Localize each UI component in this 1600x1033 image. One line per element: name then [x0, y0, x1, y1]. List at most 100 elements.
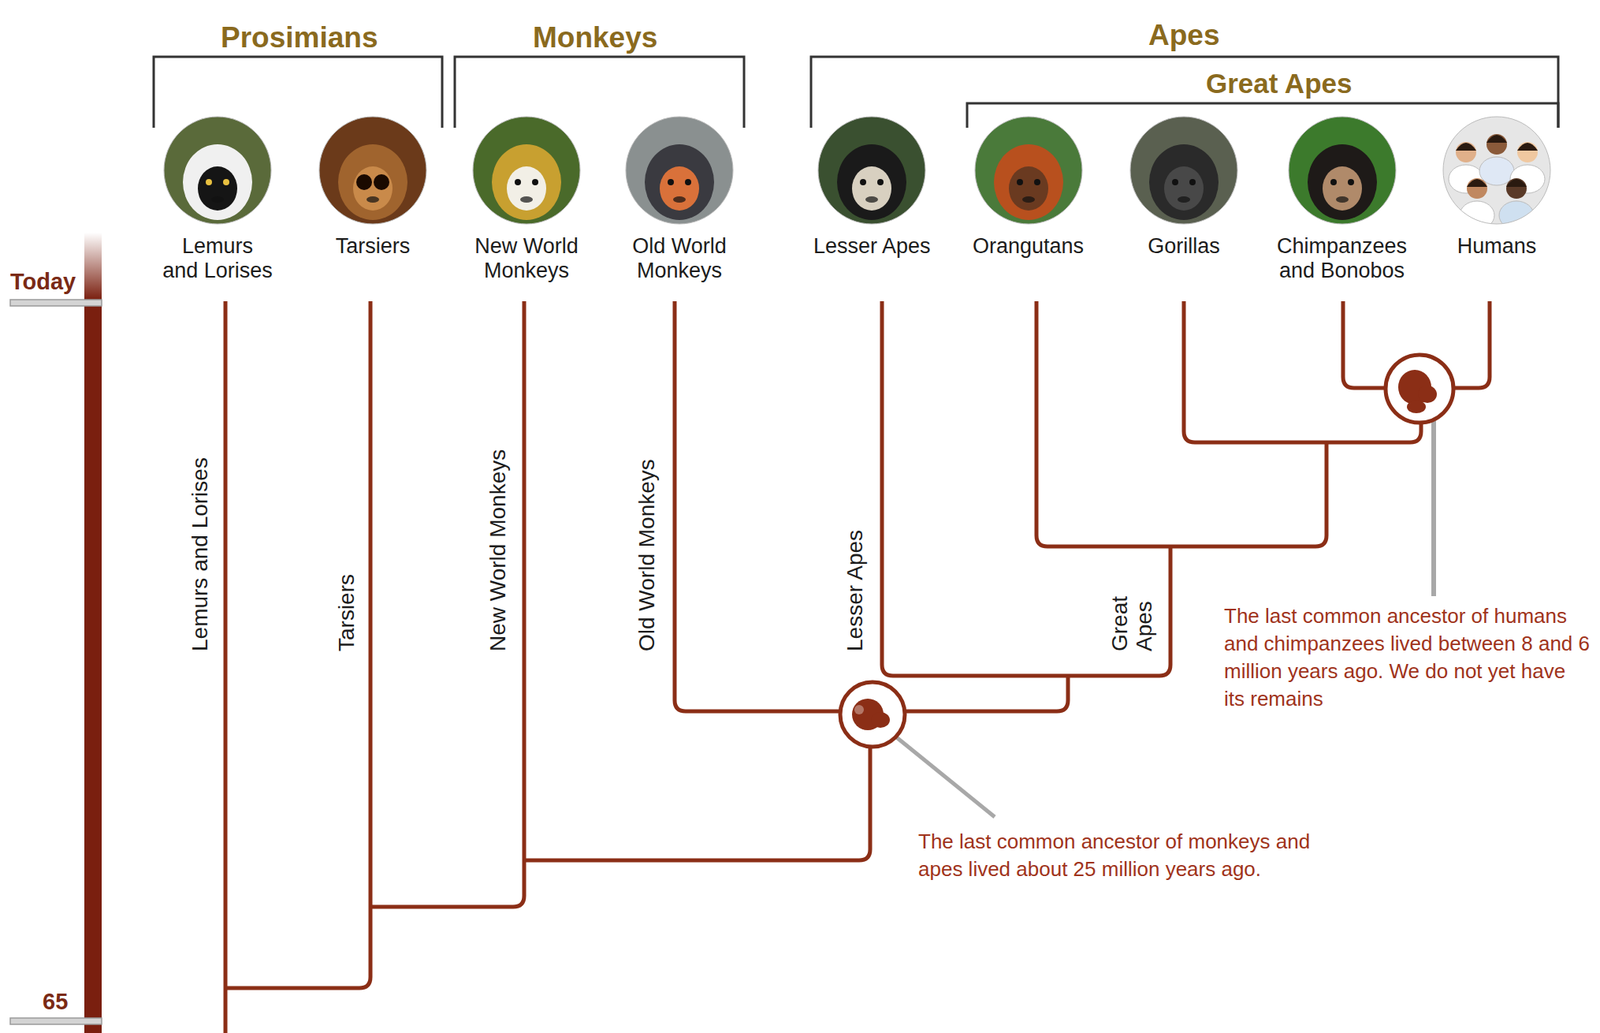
taxon-name: Humans: [1457, 234, 1537, 259]
person-body: [1459, 200, 1495, 225]
branch-label: New World Monkeys: [484, 449, 512, 652]
animal-head: [338, 144, 408, 220]
animal-eye: [532, 178, 539, 186]
timeline-tick: [10, 1017, 102, 1024]
taxon-name: Old World Monkeys: [624, 234, 735, 283]
photo-rim: [1130, 116, 1238, 224]
person-hair: [1517, 142, 1538, 151]
branch-label: Lemurs and Lorises: [186, 457, 214, 652]
taxon-photo: [318, 115, 428, 225]
animal-eye: [1034, 178, 1041, 186]
animal-face: [1008, 166, 1049, 211]
taxon-name: New World Monkeys: [471, 234, 582, 283]
taxon-node: New World Monkeys: [471, 115, 582, 283]
timeline-tick: [10, 299, 102, 306]
animal-head: [837, 144, 907, 220]
branch: [524, 714, 871, 860]
animal-eye: [373, 174, 390, 190]
branch: [225, 301, 371, 988]
animal-eye: [1172, 178, 1179, 186]
photo-ground: [472, 115, 581, 225]
group-heading: Apes: [1148, 18, 1220, 53]
photo-art: [1442, 115, 1552, 225]
photo-rim: [319, 116, 427, 224]
animal-head: [1307, 144, 1377, 220]
animal-face: [659, 166, 700, 211]
ancestor-circle: [840, 681, 905, 747]
group-heading: Monkeys: [532, 20, 658, 56]
person-hair: [1506, 178, 1527, 187]
photo-art: [318, 115, 428, 225]
animal-eye: [1189, 178, 1196, 186]
animal-nose: [1022, 196, 1035, 203]
animal-face: [506, 166, 547, 211]
animal-nose: [865, 196, 879, 203]
person-head: [1517, 141, 1538, 163]
taxon-node: Lesser Apes: [813, 115, 931, 259]
branch: [1036, 301, 1327, 547]
photo-rim: [1288, 116, 1396, 224]
taxon-node: Gorillas: [1129, 115, 1239, 259]
person-body: [1479, 156, 1515, 186]
callout-note: The last common ancestor of monkeys and …: [918, 827, 1360, 883]
ancestor-head: [1417, 385, 1437, 403]
photo-ground: [625, 115, 734, 225]
photo-ground: [1129, 115, 1239, 225]
timeline-bar: [84, 232, 102, 1033]
taxon-photo: [1287, 115, 1397, 225]
branch: [674, 301, 1068, 711]
timeline-label: 65: [42, 987, 68, 1016]
animal-head: [644, 144, 715, 220]
animal-head: [1149, 144, 1219, 220]
animal-eye: [1016, 178, 1024, 186]
branch-label: Great Apes: [1108, 587, 1158, 652]
taxon-photo: [1442, 115, 1552, 225]
taxon-photo: [625, 115, 734, 225]
photo-art: [625, 115, 734, 225]
animal-eye: [1330, 178, 1337, 186]
taxon-name: Lesser Apes: [813, 234, 931, 259]
animal-eye: [684, 178, 692, 186]
taxon-node: Orangutans: [972, 115, 1084, 259]
person-hair: [1466, 178, 1488, 187]
taxon-name: Orangutans: [972, 234, 1084, 259]
animal-eye: [514, 178, 521, 186]
animal-nose: [1177, 196, 1191, 203]
photo-rim: [163, 116, 272, 224]
photo-art: [163, 115, 272, 225]
animal-eye: [1347, 178, 1355, 186]
taxon-node: Lemurs and Lorises: [161, 115, 274, 283]
person-hair: [1455, 142, 1477, 151]
animal-nose: [673, 196, 686, 203]
photo-art: [974, 115, 1083, 225]
taxon-node: Humans: [1442, 115, 1552, 259]
ancestor-head: [1406, 400, 1426, 414]
ancestor-head: [870, 711, 890, 728]
bracket: [454, 56, 745, 128]
photo-rim: [974, 116, 1083, 224]
person-hair: [1486, 134, 1507, 143]
animal-head: [993, 144, 1064, 220]
taxon-node: Tarsiers: [318, 115, 428, 259]
animal-eye: [223, 178, 230, 186]
taxon-photo: [817, 115, 927, 225]
animal-eye: [356, 174, 373, 190]
branch: [370, 301, 525, 907]
timeline-label: Today: [10, 267, 76, 296]
taxon-name: Chimpanzees and Bonobos: [1272, 234, 1411, 283]
animal-head: [182, 144, 253, 220]
branch: [223, 301, 228, 1033]
animal-nose: [520, 196, 533, 203]
branch-label: Old World Monkeys: [633, 458, 661, 652]
branch-label: Tarsiers: [333, 573, 361, 652]
branch: [881, 301, 1171, 676]
group-heading: Prosimians: [220, 20, 378, 56]
callout-note: The last common ancestor of humans and c…: [1224, 602, 1592, 713]
taxon-photo: [974, 115, 1083, 225]
bracket: [153, 56, 443, 128]
person-head: [1486, 133, 1507, 155]
animal-face: [353, 166, 393, 211]
photo-rim: [818, 116, 926, 224]
animal-nose: [1335, 196, 1349, 203]
